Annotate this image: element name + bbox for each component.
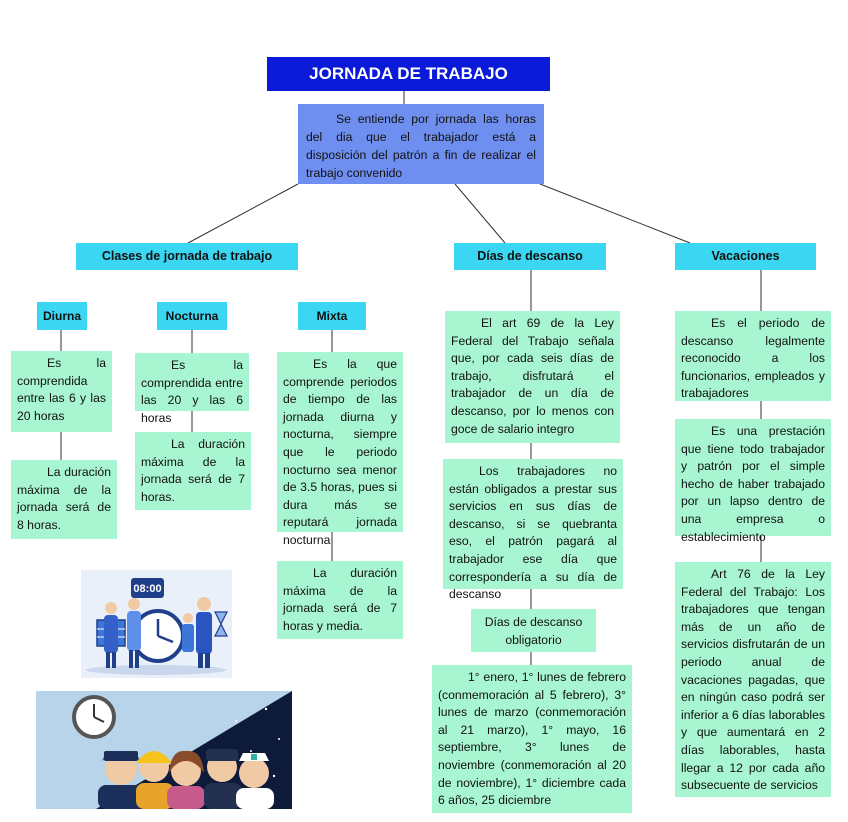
header-nocturna: Nocturna bbox=[157, 302, 227, 330]
diurna-desc-text: Es la comprendida entre las 6 y las 20 h… bbox=[17, 356, 106, 423]
art69-text: El art 69 de la Ley Federal del Trabajo … bbox=[451, 316, 614, 436]
header-vacaciones: Vacaciones bbox=[675, 243, 816, 270]
nocturna-desc-text: Es la comprendida entre las 20 y las 6 h… bbox=[141, 358, 243, 425]
vacaciones-periodo-box: Es el periodo de descanso legalmente rec… bbox=[675, 311, 831, 401]
descanso-obligatorio-box: Días de descanso obligatorio bbox=[471, 609, 596, 652]
nocturna-desc-box: Es la comprendida entre las 20 y las 6 h… bbox=[135, 353, 249, 425]
mixta-max-text: La duración máxima de la jornada será de… bbox=[283, 566, 397, 633]
header-dias-descanso: Días de descanso bbox=[454, 243, 606, 270]
vacaciones-periodo-text: Es el periodo de descanso legalmente rec… bbox=[681, 316, 825, 401]
no-obligados-text: Los trabajadores no están obligados a pr… bbox=[449, 464, 617, 602]
mixta-desc-text: Es la que comprende periodos de tiempo d… bbox=[283, 357, 397, 547]
team-clock-icon: 08:00 bbox=[86, 578, 228, 675]
art76-box: Art 76 de la Ley Federal del Trabajo: Lo… bbox=[675, 562, 831, 797]
definition-text: Se entiende por jornada las horas del di… bbox=[306, 112, 536, 180]
fechas-box: 1° enero, 1° lunes de febrero (conmemora… bbox=[432, 665, 632, 813]
no-obligados-box: Los trabajadores no están obligados a pr… bbox=[443, 459, 623, 601]
diurna-max-text: La duración máxima de la jornada será de… bbox=[17, 465, 111, 532]
nocturna-max-box: La duración máxima de la jornada será de… bbox=[135, 432, 251, 510]
art69-box: El art 69 de la Ley Federal del Trabajo … bbox=[445, 311, 620, 443]
header-diurna: Diurna bbox=[37, 302, 87, 330]
team-clock-illustration: 08:00 bbox=[81, 570, 232, 678]
descanso-obligatorio-label: Días de descanso obligatorio bbox=[484, 615, 583, 647]
clock-display-text: 08:00 bbox=[133, 583, 161, 595]
header-clases: Clases de jornada de trabajo bbox=[76, 243, 298, 270]
workers-day-night-icon bbox=[36, 691, 292, 809]
diurna-max-box: La duración máxima de la jornada será de… bbox=[11, 460, 117, 539]
header-mixta: Mixta bbox=[298, 302, 366, 330]
nocturna-max-text: La duración máxima de la jornada será de… bbox=[141, 437, 245, 504]
vacaciones-prestacion-text: Es una prestación que tiene todo trabaja… bbox=[681, 424, 825, 544]
workers-day-night-illustration bbox=[36, 691, 292, 809]
mixta-desc-box: Es la que comprende periodos de tiempo d… bbox=[277, 352, 403, 547]
diurna-desc-box: Es la comprendida entre las 6 y las 20 h… bbox=[11, 351, 112, 432]
definition-box: Se entiende por jornada las horas del di… bbox=[298, 104, 544, 184]
art76-text: Art 76 de la Ley Federal del Trabajo: Lo… bbox=[681, 567, 825, 793]
mixta-max-box: La duración máxima de la jornada será de… bbox=[277, 561, 403, 639]
vacaciones-prestacion-box: Es una prestación que tiene todo trabaja… bbox=[675, 419, 831, 544]
fechas-text: 1° enero, 1° lunes de febrero (conmemora… bbox=[438, 670, 626, 808]
page-title: JORNADA DE TRABAJO bbox=[267, 57, 550, 91]
